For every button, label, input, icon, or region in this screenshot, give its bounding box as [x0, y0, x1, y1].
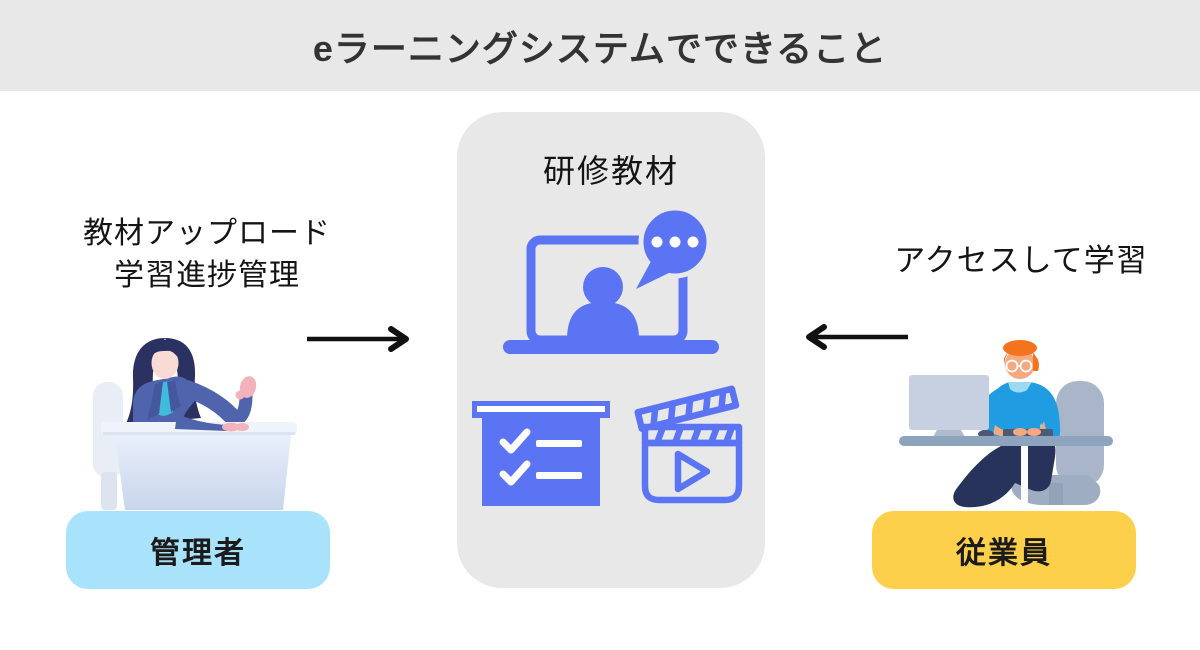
employee-caption: アクセスして学習	[894, 243, 1148, 278]
desk-top	[899, 436, 1113, 446]
admin-role-badge: 管理者	[66, 511, 330, 589]
video-clapperboard-icon	[634, 385, 743, 504]
glasses	[1005, 359, 1033, 373]
training-materials-label: 研修教材	[542, 153, 679, 189]
admin-caption-line2: 学習進捗管理	[114, 259, 300, 292]
title-banner: eラーニングシステムでできること	[0, 0, 1200, 91]
legs	[953, 433, 1056, 508]
checklist-board-icon	[472, 401, 610, 506]
page-title: eラーニングシステムでできること	[312, 27, 888, 69]
checkmark-icon	[499, 460, 531, 486]
administrator-at-desk-illustration	[93, 338, 297, 510]
monitor	[909, 375, 989, 430]
employee-role-badge: 従業員	[872, 511, 1136, 589]
face	[151, 347, 179, 379]
desk-front	[115, 435, 291, 510]
arrow-right-icon	[307, 326, 409, 352]
hand	[239, 376, 257, 398]
employee-at-computer-illustration	[899, 340, 1113, 512]
admin-caption: 教材アップロード 学習進捗管理	[57, 213, 357, 297]
person-shoulders	[567, 302, 639, 340]
clapper-body	[641, 439, 743, 504]
play-icon	[674, 450, 711, 493]
clapper-top-bar	[634, 385, 740, 433]
desk-leg	[1021, 446, 1028, 512]
checkmark-icon	[499, 428, 531, 454]
collar	[1008, 382, 1032, 393]
laptop-video-call-icon	[503, 205, 719, 354]
laptop-base	[503, 340, 719, 354]
office-chair	[1056, 381, 1104, 487]
arrow-left-icon	[806, 324, 908, 350]
person-head	[583, 267, 623, 307]
admin-caption-line1: 教材アップロード	[83, 217, 331, 250]
